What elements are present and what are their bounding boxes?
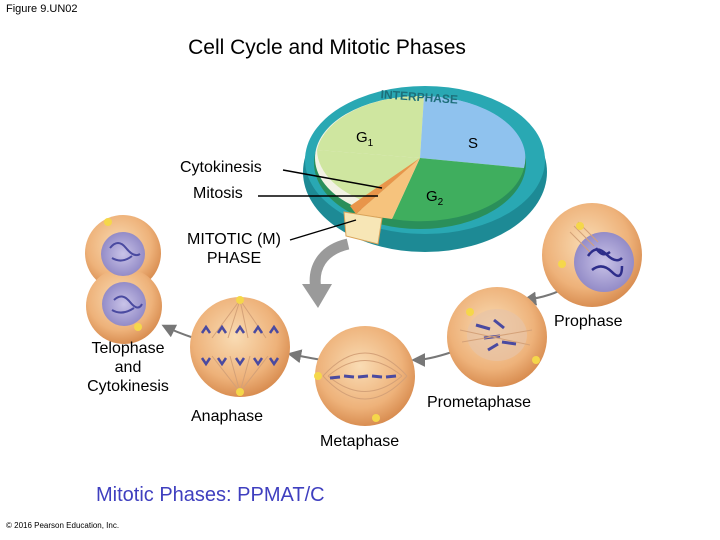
- g1-label: G1: [356, 129, 374, 149]
- metaphase-label: Metaphase: [320, 433, 400, 450]
- mitotic-phase-wedge: [343, 211, 383, 245]
- g1-segment: [317, 95, 424, 158]
- g2-label: G2: [426, 188, 444, 208]
- prophase-cell-image: [542, 203, 642, 307]
- mitotic-phase-label: MITOTIC (M) PHASE: [187, 231, 281, 267]
- cytokinesis-pointer: [282, 169, 383, 189]
- g2-segment: [392, 158, 524, 222]
- interphase-ring-label: INTERPHASE: [380, 87, 458, 106]
- wheel-to-cells-arrow-icon: [309, 238, 350, 291]
- s-segment: [420, 96, 526, 168]
- copyright-notice: © 2016 Pearson Education, Inc.: [6, 521, 120, 530]
- mnemonic-footer: Mitotic Phases: PPMAT/C: [96, 484, 325, 506]
- telophase-cell-image: [85, 215, 162, 344]
- prometaphase-cell-image: [447, 287, 547, 387]
- telophase-label: Telophase and Cytokinesis: [87, 340, 169, 395]
- arrow-to-prometaphase-icon: [411, 351, 453, 367]
- mitosis-label: Mitosis: [193, 185, 243, 202]
- cytokinesis-segment: [350, 158, 420, 214]
- page-title: Cell Cycle and Mitotic Phases: [188, 36, 466, 59]
- cytokinesis-label: Cytokinesis: [180, 159, 262, 176]
- mitosis-segment: [356, 158, 420, 219]
- arrow-to-metaphase-icon: [287, 349, 323, 364]
- g1-segment-lower: [317, 150, 420, 205]
- prophase-label: Prophase: [554, 313, 623, 330]
- s-label: S: [468, 135, 478, 152]
- anaphase-cell-image: [190, 296, 290, 397]
- anaphase-label: Anaphase: [191, 408, 264, 425]
- metaphase-cell-image: [314, 326, 415, 426]
- figure-label: Figure 9.UN02: [6, 3, 78, 15]
- prometaphase-label: Prometaphase: [427, 394, 532, 411]
- cell-cycle-wheel: [303, 86, 547, 252]
- arrow-to-telophase-icon: [161, 324, 195, 339]
- mitotic-phase-pointer: [289, 219, 357, 241]
- wheel-to-cells-arrowhead-icon: [302, 284, 332, 308]
